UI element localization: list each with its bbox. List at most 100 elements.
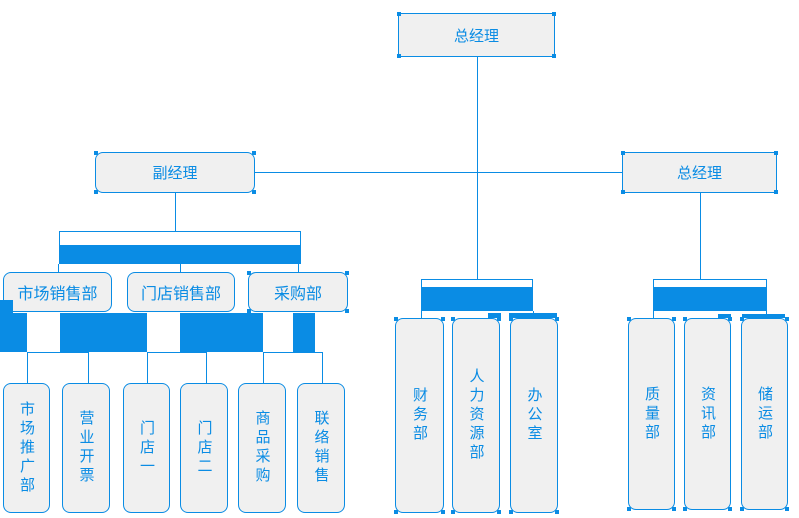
- node-label: 采购部: [273, 286, 322, 303]
- resize-handle[interactable]: [728, 317, 732, 321]
- bracket-3-leg-b: [322, 352, 323, 383]
- resize-handle[interactable]: [683, 317, 687, 321]
- node-store-two[interactable]: 门店二: [180, 383, 228, 513]
- stub-left-3: [298, 264, 299, 273]
- resize-handle[interactable]: [441, 510, 445, 514]
- resize-handle[interactable]: [345, 309, 349, 313]
- stub-right-1: [653, 311, 654, 318]
- bar-segment-4[interactable]: [293, 313, 315, 352]
- node-storage-transport-dept[interactable]: 储运部: [740, 317, 789, 511]
- node-label: 人力资源部: [467, 368, 485, 463]
- resize-handle[interactable]: [394, 510, 398, 514]
- resize-handle[interactable]: [394, 317, 398, 321]
- resize-handle[interactable]: [247, 309, 251, 313]
- node-label: 联络销售: [312, 410, 330, 486]
- resize-handle[interactable]: [509, 510, 513, 514]
- resize-handle[interactable]: [509, 317, 513, 321]
- resize-handle[interactable]: [740, 507, 744, 511]
- resize-handle[interactable]: [683, 507, 687, 511]
- rail-left-bar[interactable]: [59, 245, 301, 264]
- bracket-2-leg-b: [206, 352, 207, 383]
- node-business-invoicing[interactable]: 营业开票: [62, 383, 110, 513]
- node-label: 总经理: [453, 27, 499, 45]
- rail-left-top[interactable]: [59, 231, 301, 246]
- node-label: 总经理: [676, 165, 722, 182]
- resize-handle[interactable]: [247, 271, 251, 275]
- rail-right-bar[interactable]: [653, 287, 767, 311]
- bracket-3-leg-a: [263, 352, 264, 383]
- bracket-1-leg-b: [88, 352, 89, 383]
- node-store-sales-dept[interactable]: 门店销售部: [127, 272, 235, 312]
- resize-handle[interactable]: [397, 12, 401, 16]
- rail-mid-bar[interactable]: [421, 287, 533, 311]
- node-label: 财务部: [411, 387, 428, 444]
- node-market-sales-dept[interactable]: 市场销售部: [3, 272, 112, 312]
- resize-handle[interactable]: [785, 317, 789, 321]
- resize-handle[interactable]: [555, 317, 559, 321]
- connector-managers-horizontal: [255, 172, 622, 173]
- node-label: 资讯部: [699, 385, 716, 443]
- resize-handle[interactable]: [497, 510, 501, 514]
- node-label: 门店销售部: [140, 286, 221, 303]
- resize-handle[interactable]: [774, 190, 778, 194]
- node-label: 质量部: [643, 385, 660, 443]
- bar-mid-overlay-2[interactable]: [509, 313, 557, 318]
- resize-handle[interactable]: [728, 507, 732, 511]
- bar-right-overlay-1[interactable]: [718, 314, 731, 318]
- resize-handle[interactable]: [621, 190, 625, 194]
- resize-handle[interactable]: [94, 190, 98, 194]
- resize-handle[interactable]: [740, 317, 744, 321]
- resize-handle[interactable]: [451, 510, 455, 514]
- bracket-2-leg-a: [147, 352, 148, 383]
- resize-handle[interactable]: [785, 507, 789, 511]
- resize-handle[interactable]: [627, 507, 631, 511]
- resize-handle[interactable]: [252, 151, 256, 155]
- bracket-2-top: [147, 352, 206, 353]
- resize-handle[interactable]: [451, 317, 455, 321]
- node-store-one[interactable]: 门店一: [123, 383, 170, 513]
- resize-handle[interactable]: [252, 190, 256, 194]
- node-information-dept[interactable]: 资讯部: [683, 317, 732, 511]
- connector-manager2-down: [700, 193, 701, 279]
- resize-handle[interactable]: [672, 507, 676, 511]
- bar-segment-3[interactable]: [180, 313, 263, 352]
- node-goods-purchasing[interactable]: 商品采购: [238, 383, 286, 513]
- bar-segment-2[interactable]: [60, 313, 147, 352]
- resize-handle[interactable]: [621, 151, 625, 155]
- resize-handle[interactable]: [672, 317, 676, 321]
- bracket-1-top: [27, 352, 88, 353]
- node-deputy-manager[interactable]: 副经理: [94, 151, 256, 194]
- stub-mid-1: [421, 311, 422, 319]
- resize-handle[interactable]: [345, 271, 349, 275]
- resize-handle[interactable]: [552, 12, 556, 16]
- node-office[interactable]: 办公室: [509, 317, 559, 514]
- resize-handle[interactable]: [552, 54, 556, 58]
- node-label: 营业开票: [77, 410, 95, 486]
- resize-handle[interactable]: [774, 151, 778, 155]
- connector-deputy-down: [175, 193, 176, 231]
- bar-right-overlay-2[interactable]: [742, 314, 785, 318]
- node-general-manager-2[interactable]: 总经理: [621, 151, 778, 194]
- node-quality-dept[interactable]: 质量部: [627, 317, 676, 511]
- connector-root-down: [477, 57, 478, 279]
- bar-segment-left-notch[interactable]: [0, 300, 13, 352]
- resize-handle[interactable]: [94, 151, 98, 155]
- node-purchasing-dept[interactable]: 采购部: [247, 271, 349, 313]
- bracket-3-top: [263, 352, 322, 353]
- stub-left-1: [58, 264, 59, 273]
- node-label: 门店一: [138, 419, 155, 477]
- node-general-manager[interactable]: 总经理: [397, 12, 556, 58]
- node-finance-dept[interactable]: 财务部: [394, 317, 445, 514]
- node-label: 市场销售部: [17, 286, 98, 303]
- resize-handle[interactable]: [555, 510, 559, 514]
- node-hr-dept[interactable]: 人力资源部: [451, 317, 501, 514]
- node-label: 副经理: [152, 165, 198, 182]
- resize-handle[interactable]: [397, 54, 401, 58]
- resize-handle[interactable]: [441, 317, 445, 321]
- bar-mid-overlay-1[interactable]: [488, 313, 501, 318]
- node-liaison-sales[interactable]: 联络销售: [297, 383, 345, 513]
- bracket-1-leg-a: [27, 352, 28, 383]
- node-market-promotion[interactable]: 市场推广部: [3, 383, 50, 513]
- resize-handle[interactable]: [497, 317, 501, 321]
- resize-handle[interactable]: [627, 317, 631, 321]
